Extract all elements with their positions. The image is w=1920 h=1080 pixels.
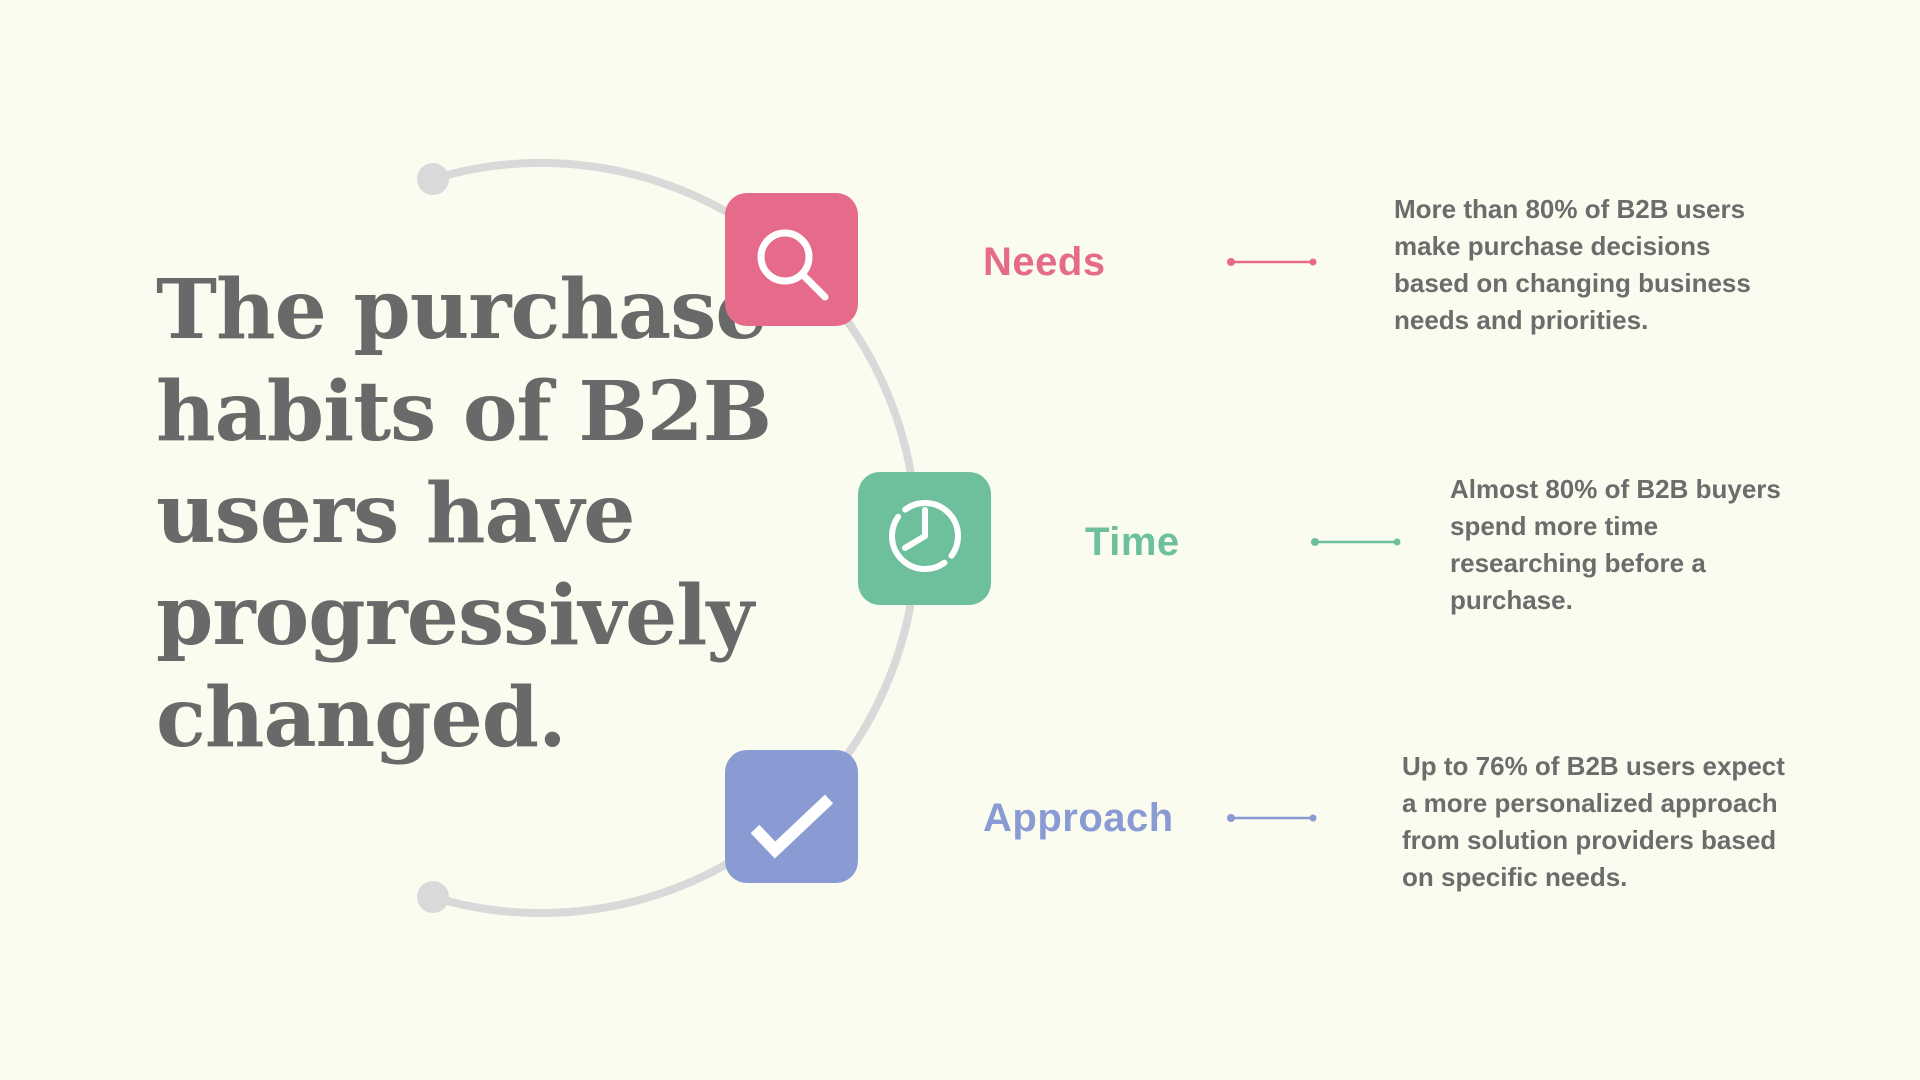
approach-connector-line <box>1227 814 1317 822</box>
time-label: Time <box>1085 520 1180 564</box>
needs-label: Needs <box>983 240 1106 284</box>
arc-endpoint-dot-bottom <box>417 881 449 913</box>
approach-icon-card <box>725 750 858 883</box>
clock-icon <box>889 500 961 572</box>
approach-label: Approach <box>983 796 1174 840</box>
needs-icon-card <box>725 193 858 326</box>
page-title: The purchase habits of B2B users have pr… <box>156 262 772 766</box>
needs-connector-line <box>1227 258 1317 266</box>
time-icon-card <box>858 472 991 605</box>
search-icon <box>757 229 829 301</box>
arc-endpoint-dot-top <box>417 163 449 195</box>
checkmark-icon <box>750 794 834 859</box>
time-description: Almost 80% of B2B buyers spend more time… <box>1450 474 1781 615</box>
approach-description: Up to 76% of B2B users expect a more per… <box>1402 751 1785 892</box>
time-connector-line <box>1311 538 1401 546</box>
needs-description: More than 80% of B2B users make purchase… <box>1394 194 1751 335</box>
